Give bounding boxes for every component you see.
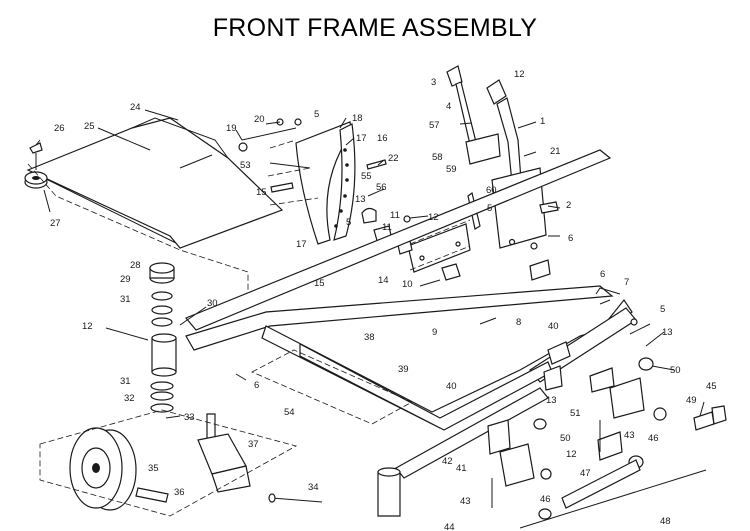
callout: 27 bbox=[50, 218, 61, 229]
callout: 31 bbox=[120, 376, 131, 387]
callout: 21 bbox=[550, 146, 561, 157]
callout: 37 bbox=[248, 439, 259, 450]
callout: 35 bbox=[148, 463, 159, 474]
callout: 13 bbox=[355, 194, 366, 205]
callout: 16 bbox=[377, 133, 388, 144]
main-frame bbox=[185, 149, 637, 517]
callout: 59 bbox=[446, 164, 457, 175]
callout: 47 bbox=[580, 468, 591, 479]
callout: 12 bbox=[514, 69, 525, 80]
callout: 42 bbox=[442, 456, 453, 467]
callout: 32 bbox=[124, 393, 135, 404]
callout: 12 bbox=[566, 449, 577, 460]
callout: 6 bbox=[600, 269, 605, 280]
callout: 51 bbox=[570, 408, 581, 419]
callout: 8 bbox=[516, 317, 521, 328]
steering-pivot bbox=[151, 333, 177, 377]
callout: 50 bbox=[560, 433, 571, 444]
callout: 24 bbox=[130, 102, 141, 113]
callout: 12 bbox=[428, 212, 439, 223]
callout: 6 bbox=[254, 380, 259, 391]
leader-lines bbox=[35, 109, 705, 419]
callout: 13 bbox=[546, 395, 557, 406]
callout: 11 bbox=[382, 222, 392, 233]
callout: 17 bbox=[296, 239, 307, 250]
callout: 43 bbox=[624, 430, 635, 441]
callout: 15 bbox=[314, 278, 325, 289]
caster-spindle bbox=[197, 413, 323, 503]
callout: 34 bbox=[308, 482, 319, 493]
callout: 43 bbox=[460, 496, 471, 507]
hood-panel bbox=[26, 117, 284, 249]
segment-bracket bbox=[267, 121, 356, 245]
callout: 15 bbox=[256, 187, 267, 198]
callout: 55 bbox=[361, 171, 372, 182]
callout: 2 bbox=[566, 200, 571, 211]
callout: 17 bbox=[356, 133, 367, 144]
callout: 33 bbox=[184, 412, 195, 423]
callout: 30 bbox=[207, 298, 218, 309]
callout: 9 bbox=[432, 327, 437, 338]
callout: 3 bbox=[431, 77, 436, 88]
callout-labels: 24 25 26 27 20 19 5 18 17 16 53 22 55 56… bbox=[50, 69, 717, 531]
callout: 25 bbox=[84, 121, 95, 132]
callout: 5 bbox=[660, 304, 665, 315]
caster-wheel bbox=[69, 427, 169, 511]
callout: 38 bbox=[364, 332, 375, 343]
callout: 60 bbox=[486, 185, 497, 196]
callout: 40 bbox=[548, 321, 559, 332]
callout: 53 bbox=[240, 160, 251, 171]
callout: 36 bbox=[174, 487, 185, 498]
callout: 28 bbox=[130, 260, 141, 271]
page-title: FRONT FRAME ASSEMBLY bbox=[212, 14, 538, 42]
callout: 4 bbox=[446, 101, 451, 112]
callout: 11 bbox=[390, 210, 400, 221]
callout: 5 bbox=[314, 109, 319, 120]
callout: 7 bbox=[624, 277, 629, 288]
callout: 13 bbox=[662, 327, 673, 338]
callout: 58 bbox=[432, 152, 443, 163]
callout: 22 bbox=[388, 153, 399, 164]
callout: 29 bbox=[120, 274, 131, 285]
callout: 40 bbox=[446, 381, 457, 392]
callout: 41 bbox=[456, 463, 467, 474]
callout: 5 bbox=[346, 217, 351, 228]
callout: 45 bbox=[706, 381, 717, 392]
callout: 48 bbox=[660, 516, 671, 527]
dashed-outlines bbox=[27, 163, 413, 517]
callout: 31 bbox=[120, 294, 131, 305]
callout: 10 bbox=[402, 279, 413, 290]
callout: 18 bbox=[352, 113, 363, 124]
callout: 46 bbox=[540, 494, 551, 505]
callout: 12 bbox=[82, 321, 93, 332]
callout: 1 bbox=[540, 116, 545, 127]
callout: 44 bbox=[444, 522, 455, 531]
spindle-cap-stack bbox=[149, 262, 207, 413]
callout: 20 bbox=[254, 114, 265, 125]
callout: 19 bbox=[226, 123, 237, 134]
callout: 26 bbox=[54, 123, 65, 134]
right-side-parts bbox=[487, 287, 727, 529]
callout: 46 bbox=[648, 433, 659, 444]
knob-assembly bbox=[24, 142, 48, 189]
callout: 49 bbox=[686, 395, 697, 406]
callout: 39 bbox=[398, 364, 409, 375]
callout: 57 bbox=[429, 120, 440, 131]
callout: 50 bbox=[670, 365, 681, 376]
callout: 6 bbox=[568, 233, 573, 244]
callout: 5 bbox=[487, 203, 492, 214]
callout: 54 bbox=[284, 407, 295, 418]
callout: 56 bbox=[376, 182, 387, 193]
callout: 14 bbox=[378, 275, 389, 286]
